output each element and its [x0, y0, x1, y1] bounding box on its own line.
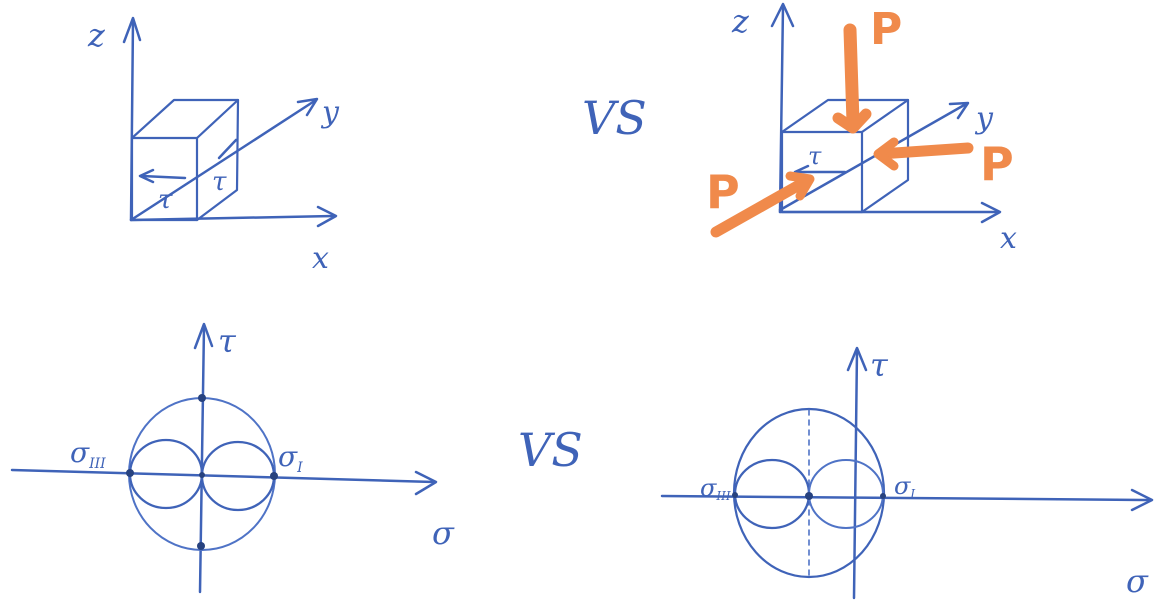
- br-tau-arrowhead: [846, 346, 868, 372]
- br-point-right: [880, 493, 886, 499]
- tr-y-axis: [778, 102, 968, 212]
- tr-load-top-arrow: [843, 23, 860, 129]
- top-right-element-diagram: z x y τ P P P: [706, 2, 1017, 256]
- tr-y-arrowhead: [948, 101, 970, 120]
- tl-shear-arrow-front: [140, 174, 187, 180]
- bl-tau-arrowhead: [193, 322, 214, 350]
- br-sigma-label: σ: [1126, 562, 1149, 600]
- tr-y-label: y: [974, 101, 994, 136]
- bl-point-top: [198, 394, 206, 402]
- tr-x-arrowhead: [980, 201, 1002, 224]
- bottom-left-mohr-diagram: σ τ σIII σI: [10, 322, 455, 594]
- tr-cube-side: [860, 98, 910, 214]
- bl-sigma-arrowhead: [414, 470, 438, 496]
- top-left-element-diagram: z x y τ τ: [87, 16, 340, 276]
- tr-x-label: x: [1000, 221, 1017, 256]
- tl-z-label: z: [87, 16, 106, 54]
- br-tau-axis: [852, 348, 859, 600]
- br-point-left: [732, 492, 738, 498]
- bl-point-right: [270, 472, 278, 480]
- bl-sigma-label: σ: [432, 514, 455, 552]
- tr-load-right-arrow: [874, 142, 974, 160]
- tl-tau-side: τ: [212, 167, 227, 197]
- tl-y-label: y: [320, 95, 340, 130]
- br-circle-left: [733, 458, 811, 530]
- tr-z-label: z: [731, 2, 750, 40]
- tl-cube-side: [195, 98, 240, 222]
- bl-tau-label: τ: [218, 322, 237, 360]
- bl-point-center: [199, 472, 205, 478]
- bottom-right-mohr-diagram: σ τ σIII σI: [660, 346, 1154, 600]
- br-sigma-arrowhead: [1130, 488, 1154, 512]
- bl-point-bottom: [197, 542, 205, 550]
- tr-load-left-arrow: [710, 174, 814, 238]
- tl-y-axis: [129, 98, 318, 222]
- tr-cube-top: [780, 98, 910, 134]
- br-sigma3-label: σIII: [700, 474, 731, 503]
- bl-tau-axis: [198, 324, 206, 594]
- tl-shear-arrow-side: [217, 138, 238, 160]
- tr-load-top-arrowhead: [832, 108, 872, 134]
- bl-sigma-axis: [10, 468, 436, 484]
- bl-sigma1-label: σI: [278, 440, 303, 476]
- tl-shear-arrowhead-front: [138, 168, 155, 184]
- tr-load-left-arrowhead: [785, 171, 815, 201]
- bl-point-left: [126, 469, 134, 477]
- tl-cube-top: [130, 98, 240, 140]
- tr-z-arrowhead: [770, 2, 795, 28]
- tr-load-top-label: P: [870, 4, 902, 55]
- br-circle-right: [808, 459, 884, 529]
- tl-y-arrowhead: [296, 97, 319, 117]
- br-point-center: [805, 492, 813, 500]
- tl-x-arrowhead: [316, 205, 338, 228]
- vs-top: VS: [582, 91, 647, 145]
- br-sigma1-label: σI: [894, 472, 915, 501]
- tr-load-right-label: P: [980, 137, 1014, 191]
- tl-z-arrowhead: [122, 16, 142, 44]
- br-sigma-axis: [660, 494, 1152, 502]
- tl-tau-front: τ: [158, 185, 173, 215]
- tr-load-right-arrowhead: [873, 137, 899, 171]
- vs-bottom: VS: [518, 423, 583, 477]
- tr-tau-label: τ: [808, 142, 822, 170]
- bl-sigma3-label: σIII: [70, 436, 106, 472]
- tr-load-left-label: P: [706, 165, 740, 219]
- tr-z-axis: [778, 4, 785, 214]
- br-tau-label: τ: [870, 346, 889, 384]
- tl-x-label: x: [312, 241, 329, 276]
